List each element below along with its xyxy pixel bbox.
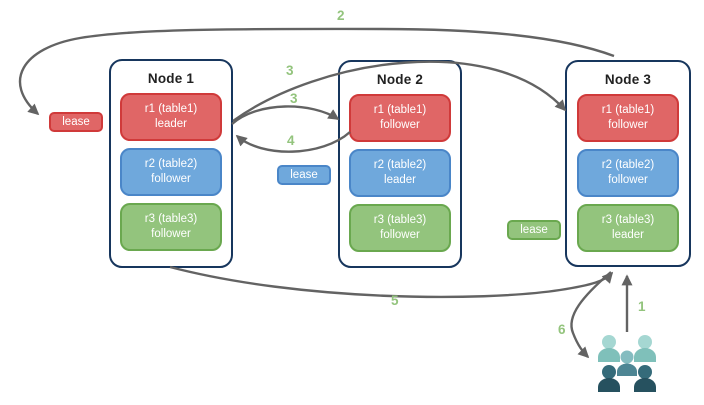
replica-name: r1 (table1) [144,103,198,116]
step-label-5: 5 [391,293,399,308]
step-label-2: 2 [337,8,345,23]
step-label-6: 6 [558,322,566,337]
node-2-box: Node 2 r1 (table1) follower r2 (table2) … [338,60,462,268]
replica-name: r3 (table3) [373,214,427,227]
user-middle [617,350,637,376]
user-back-right [634,335,656,362]
replica-name: r3 (table3) [601,214,655,227]
replica-name: r2 (table2) [144,158,198,171]
node2-replica-r3-table3-follower: r3 (table3) follower [349,204,451,252]
user-front-left [598,365,620,392]
step-label-1: 1 [638,299,646,314]
replica-role: leader [155,118,187,130]
node-3-box: Node 3 r1 (table1) follower r2 (table2) … [565,60,691,267]
node-2-title: Node 2 [376,72,424,87]
node3-replica-r2-table2-follower: r2 (table2) follower [577,149,679,197]
arrow-step3-node1r1-to-node2r1 [231,105,340,125]
step-label-4: 4 [287,133,295,148]
replica-name: r1 (table1) [601,104,655,117]
node1-replica-r1-table1-leader: r1 (table1) leader [120,93,222,141]
replica-role: leader [384,174,416,186]
node3-replica-r3-table3-leader: r3 (table3) leader [577,204,679,252]
lease-badge-table2: lease [277,165,331,185]
replica-name: r3 (table3) [144,213,198,226]
users-group-icon [598,335,656,392]
node1-replica-r2-table2-follower: r2 (table2) follower [120,148,222,196]
node3-replica-r1-table1-follower: r1 (table1) follower [577,94,679,142]
lease-badge-table3: lease [507,220,561,240]
node2-replica-r2-table2-leader: r2 (table2) leader [349,149,451,197]
user-back-left [598,335,620,362]
replica-role: leader [612,229,644,241]
node-1-box: Node 1 r1 (table1) leader r2 (table2) fo… [109,59,233,268]
node-1-title: Node 1 [147,71,195,86]
step-label-3b: 3 [290,91,298,106]
replica-name: r1 (table1) [373,104,427,117]
replica-name: r2 (table2) [373,159,427,172]
node1-replica-r3-table3-follower: r3 (table3) follower [120,203,222,251]
replica-name: r2 (table2) [601,159,655,172]
replica-role: follower [151,173,191,185]
node-3-title: Node 3 [604,72,652,87]
replica-role: follower [151,228,191,240]
replica-role: follower [608,174,648,186]
step-label-3a: 3 [286,63,294,78]
user-front-right [634,365,656,392]
replica-role: follower [380,229,420,241]
node2-replica-r1-table1-follower: r1 (table1) follower [349,94,451,142]
replica-role: follower [380,119,420,131]
lease-badge-table1: lease [49,112,103,132]
replica-role: follower [608,119,648,131]
